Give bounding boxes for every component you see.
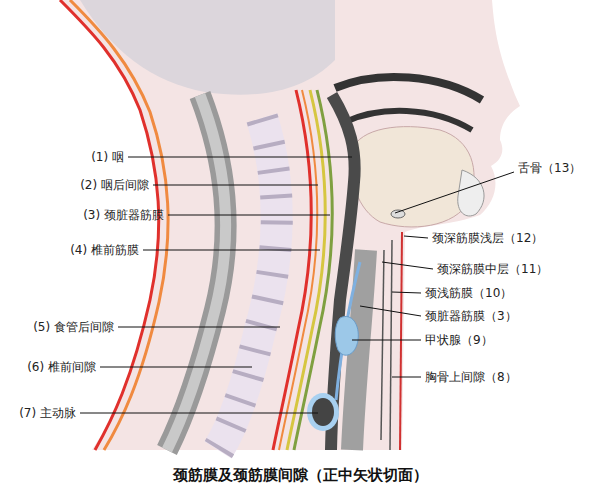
leader-line	[168, 215, 330, 216]
leader-line	[392, 377, 421, 378]
leader-line	[395, 172, 514, 213]
skin-posterior-red	[60, 0, 159, 450]
anatomy-label: (7) 主动脉	[19, 405, 76, 421]
leader-line	[360, 306, 421, 316]
leader-line	[80, 413, 318, 414]
spinal-cord	[167, 95, 226, 450]
skull-base	[80, 0, 335, 95]
anatomy-label: 颈深筋膜中层（11）	[437, 261, 548, 277]
anatomy-label: 颈深筋膜浅层（12）	[432, 230, 543, 246]
leader-line	[404, 236, 428, 238]
spinal-canal	[167, 95, 226, 450]
anatomy-label: 胸骨上间隙（8）	[425, 369, 517, 385]
figure-caption: 颈筋膜及颈筋膜间隙（正中矢状切面）	[173, 466, 428, 485]
anatomy-label: 颈脏器筋膜（3）	[425, 308, 517, 324]
aorta	[312, 398, 334, 426]
anterior-fascia-middle	[381, 250, 384, 440]
anatomy-label: 舌骨（13）	[518, 160, 581, 176]
pretracheal-space	[336, 262, 360, 400]
anatomy-label: (2) 咽后间隙	[80, 177, 149, 193]
anatomy-label: (3) 颈脏器筋膜	[83, 207, 164, 223]
fascia-posterior-orange	[70, 0, 168, 450]
hyoid-bone	[391, 210, 405, 218]
leader-line	[118, 327, 280, 328]
anatomy-label: (6) 椎前间隙	[27, 359, 96, 375]
leader-line	[100, 367, 252, 368]
palate	[345, 111, 472, 130]
leader-line	[153, 185, 318, 186]
leader-line	[352, 340, 421, 341]
vertebral-discs	[218, 118, 277, 450]
anatomy-label: (4) 椎前筋膜	[70, 242, 139, 258]
nasal-cavity	[335, 77, 482, 100]
leader-line	[392, 292, 421, 293]
leader-line	[128, 157, 352, 158]
body-section	[60, 0, 520, 450]
anatomy-label: 颈浅筋膜（10）	[425, 285, 512, 301]
leader-line	[382, 262, 433, 269]
aorta-halo	[307, 393, 339, 431]
anatomy-label: 甲状腺（9）	[425, 332, 493, 348]
anatomy-label: (5) 食管后间隙	[33, 319, 114, 335]
anatomy-label: (1) 咽	[91, 149, 124, 165]
leader-line	[143, 250, 320, 251]
vertebral-column	[218, 118, 277, 450]
mandible	[458, 170, 484, 216]
tongue	[351, 127, 474, 227]
thyroid	[335, 317, 358, 356]
anterior-fascia-dark	[390, 240, 392, 450]
